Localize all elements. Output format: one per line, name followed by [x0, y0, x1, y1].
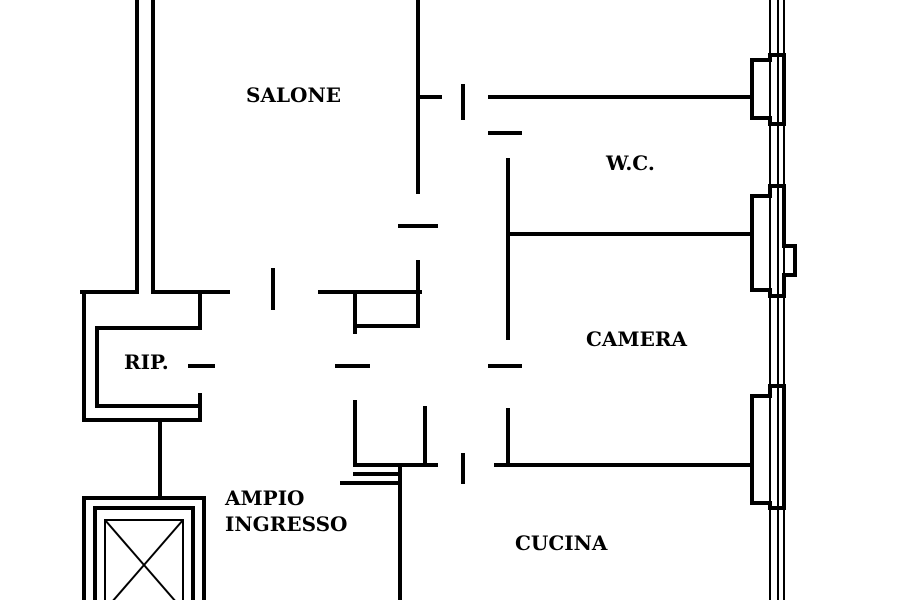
camera-walls	[488, 364, 754, 467]
wc-walls	[506, 95, 754, 340]
room-label-camera: CAMERA	[586, 327, 687, 351]
room-label-ingresso-line2: INGRESSO	[225, 512, 347, 536]
room-label-ingresso-line1: AMPIO	[224, 486, 304, 510]
left-shaft-walls	[135, 0, 155, 294]
room-label-salone: SALONE	[246, 83, 341, 107]
room-label-rip: RIP.	[124, 350, 169, 374]
cucina-walls	[340, 400, 465, 600]
rip-walls	[82, 290, 215, 422]
salone-right-wall	[398, 0, 442, 328]
door-markers-wc	[461, 84, 522, 135]
lift-shaft	[82, 496, 206, 600]
room-label-wc: W.C.	[605, 151, 655, 175]
center-closet	[335, 294, 420, 368]
right-exterior-wall	[750, 0, 797, 600]
room-label-cucina: CUCINA	[515, 531, 608, 555]
